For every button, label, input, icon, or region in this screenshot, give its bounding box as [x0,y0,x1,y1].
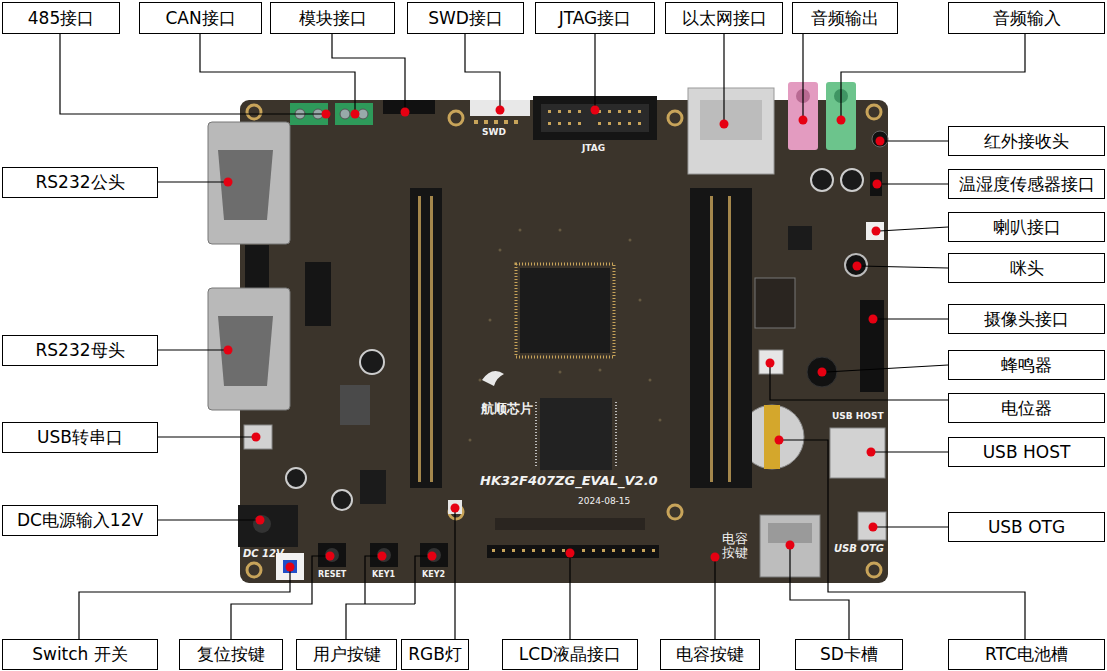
callout-box: 复位按键 [179,639,283,670]
callout-text: DC电源输入12V [17,511,143,530]
callout-text: 以太网接口 [682,9,767,28]
callout-box: 蜂鸣器 [948,350,1105,380]
callout-text: CAN接口 [165,9,235,28]
callout-text: 音频输出 [811,9,879,28]
pcb-board [240,100,888,583]
callout-box: 喇叭接口 [948,212,1105,242]
callout-box: DC电源输入12V [2,505,158,536]
callout-text: 温湿度传感器接口 [959,175,1095,194]
callout-text: 喇叭接口 [993,218,1061,237]
callout-text: RS232公头 [35,173,124,192]
callout-text: 咪头 [1010,259,1044,278]
callout-text: 电位器 [1001,399,1052,418]
callout-text: SD卡槽 [820,645,878,664]
callout-box: USB转串口 [2,422,158,453]
callout-text: USB HOST [983,443,1071,462]
silkscreen-label: KEY2 [422,571,445,580]
callout-box: 音频输出 [792,2,898,34]
silkscreen-label: 航顺芯片 [481,402,533,416]
callout-box: JTAG接口 [535,2,655,34]
silkscreen-label: 电容 按键 [722,532,751,561]
callout-text: RS232母头 [35,341,124,360]
callout-box: 音频输入 [948,2,1105,34]
callout-box: USB OTG [948,512,1105,542]
callout-text: RTC电池槽 [985,645,1068,664]
callout-text: 用户按键 [313,645,381,664]
callout-text: 摄像头接口 [984,310,1069,329]
callout-box: SD卡槽 [795,639,903,670]
callout-text: RGB灯 [408,645,462,664]
callout-box: 485接口 [2,2,120,34]
callout-box: RS232母头 [2,335,158,366]
silkscreen-label: 2024-08-15 [578,497,630,507]
callout-box: RS232公头 [2,167,158,198]
callout-box: LCD液晶接口 [502,639,638,670]
callout-text: LCD液晶接口 [519,645,621,664]
callout-box: 电容按键 [660,639,760,670]
silkscreen-label: HK32F407ZG_EVAL_V2.0 [480,474,658,488]
callout-box: RGB灯 [401,639,469,670]
silkscreen-label: SWD [482,128,506,138]
callout-text: SWD接口 [428,9,503,28]
callout-text: Switch 开关 [32,645,128,664]
callout-box: 模块接口 [270,2,395,34]
callout-box: 摄像头接口 [948,304,1105,334]
callout-text: USB转串口 [37,428,123,447]
callout-box: SWD接口 [407,2,524,34]
silkscreen-label: JTAG [582,144,605,154]
silkscreen-label: RESET [318,571,346,580]
callout-box: 温湿度传感器接口 [948,169,1105,199]
callout-box: 用户按键 [296,639,397,670]
callout-box: RTC电池槽 [948,639,1105,670]
callout-text: 蜂鸣器 [1001,356,1052,375]
callout-box: 以太网接口 [665,2,783,34]
callout-box: CAN接口 [139,2,262,34]
callout-text: USB OTG [988,518,1065,537]
callout-box: 红外接收头 [948,126,1105,156]
silkscreen-label: USB OTG [834,543,884,554]
callout-box: 咪头 [948,253,1105,283]
callout-text: 红外接收头 [984,132,1069,151]
callout-dots [224,106,885,572]
silkscreen-label: KEY1 [372,571,395,580]
callout-text: 485接口 [28,9,94,28]
leader-lines [60,34,1025,639]
callout-text: JTAG接口 [559,9,632,28]
silkscreen-label: USB HOST [832,412,884,422]
callout-text: 音频输入 [993,9,1061,28]
silkscreen-label: DC 12V [243,548,284,559]
callout-box: USB HOST [948,437,1105,467]
callout-box: Switch 开关 [2,639,158,670]
callout-text: 复位按键 [197,645,265,664]
callout-box: 电位器 [948,393,1105,423]
callout-text: 模块接口 [299,9,367,28]
callout-text: 电容按键 [676,645,744,664]
